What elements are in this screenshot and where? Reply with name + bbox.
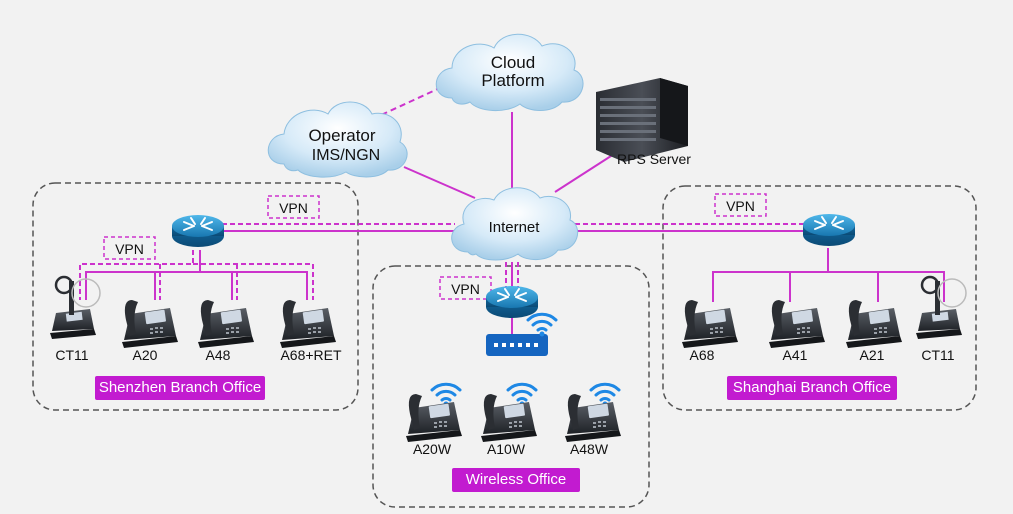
operator-label-line2: IMS/NGN [312, 147, 380, 164]
router-icon [171, 214, 225, 248]
ip-phone-icon [481, 394, 537, 442]
shanghai-office-title: Shanghai Branch Office [727, 376, 897, 400]
vpn-box-wireless [439, 276, 492, 300]
ip-phone-icon [406, 394, 462, 442]
cloud-icon [267, 101, 408, 178]
ip-phone-icon [846, 300, 902, 348]
shenzhen-office-title: Shenzhen Branch Office [95, 376, 265, 400]
vpn-label: VPN [279, 200, 308, 216]
device-label-a68: A68 [690, 347, 715, 363]
device-label-a21: A21 [860, 347, 885, 363]
shenzhen-office-boundary [32, 182, 359, 411]
device-label-ct11-shanghai: CT11 [921, 347, 954, 363]
ip-phone-icon [280, 300, 336, 348]
vpn-box-shenzhen-lan [103, 236, 156, 260]
device-label-a20w: A20W [413, 441, 452, 457]
cloud-icon [451, 187, 579, 261]
vpn-label: VPN [115, 241, 144, 257]
ip-phone-icon [682, 300, 738, 348]
ip-phone-icon [198, 300, 254, 348]
ip-phone-icon [122, 300, 178, 348]
device-label-a10w: A10W [487, 441, 526, 457]
wifi-icon [430, 382, 462, 408]
server-rack-icon [596, 78, 688, 162]
shanghai-office-boundary [662, 185, 977, 411]
cloud-icon [435, 33, 584, 111]
vpn-box-shenzhen-top [267, 195, 320, 219]
device-label-a20: A20 [133, 347, 158, 363]
rps-server-label: RPS Server [617, 151, 691, 167]
router-icon [802, 213, 856, 247]
vpn-label: VPN [726, 198, 755, 214]
cloud-platform-label-line2: Platform [481, 71, 544, 90]
vpn-box-shanghai [714, 193, 767, 217]
ip-phone-icon [769, 300, 825, 348]
device-label-a48w: A48W [570, 441, 609, 457]
router-icon [485, 285, 539, 319]
vpn-label: VPN [451, 281, 480, 297]
dect-phone-icon [48, 275, 102, 341]
ip-phone-icon [565, 394, 621, 442]
wifi-icon [526, 312, 558, 338]
wireless-office-title: Wireless Office [452, 468, 580, 492]
operator-label-line1: Operator [308, 126, 375, 145]
dect-phone-icon [914, 275, 968, 341]
device-label-a68-ret: A68+RET [280, 347, 342, 363]
device-label-a48: A48 [206, 347, 231, 363]
wifi-icon [589, 382, 621, 408]
cloud-platform-label-line1: Cloud [491, 53, 535, 72]
access-point-icon [486, 334, 548, 356]
device-label-a41: A41 [783, 347, 808, 363]
internet-label: Internet [489, 219, 541, 236]
device-label-ct11: CT11 [55, 347, 88, 363]
